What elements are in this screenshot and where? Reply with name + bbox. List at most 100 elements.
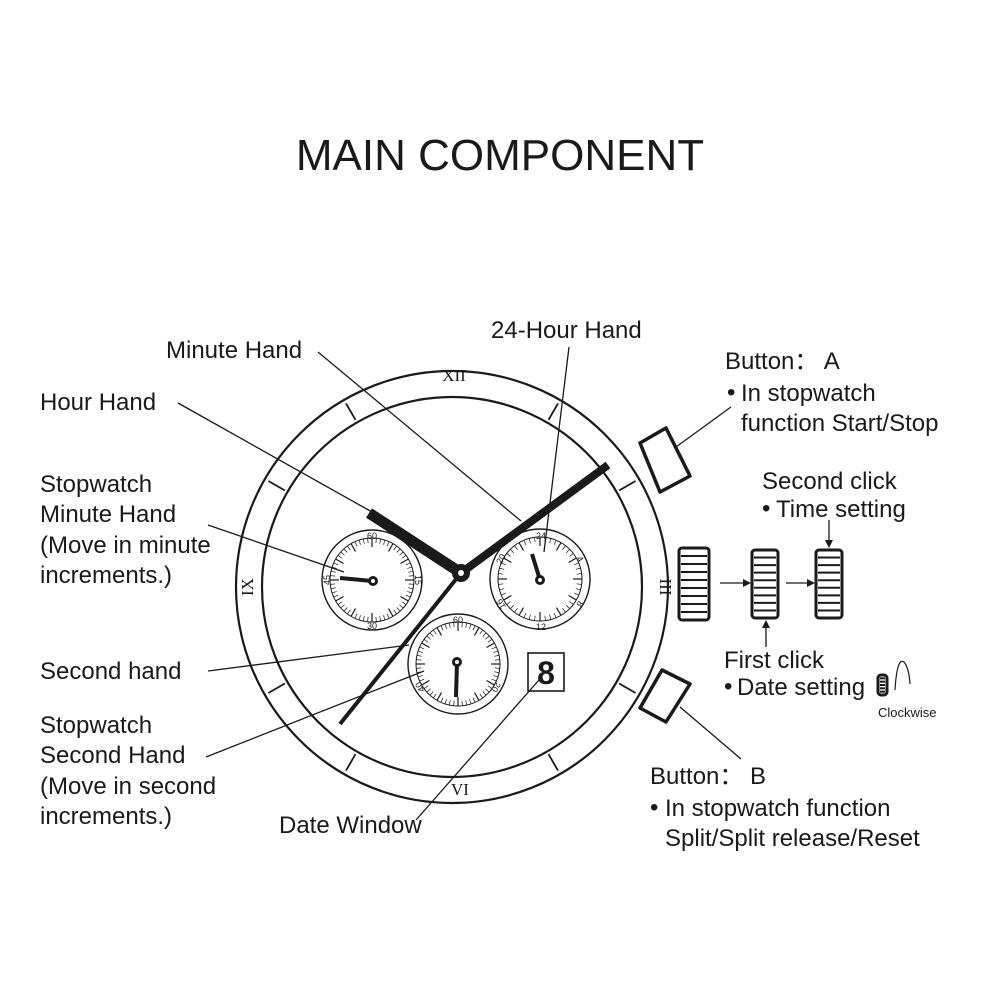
subdial-tick <box>416 659 422 661</box>
subdial-tick <box>407 591 413 594</box>
subdial-tick <box>436 692 443 701</box>
left-subdial-ticks <box>330 538 414 622</box>
subdial-tick <box>494 654 500 657</box>
subdial-tick <box>569 601 574 605</box>
subdial-tick <box>408 587 414 590</box>
subdial-tick <box>493 650 499 653</box>
subdial-tick <box>523 613 527 618</box>
subdial-tick <box>494 659 500 661</box>
subdial-tick <box>379 616 382 622</box>
subdial-tick <box>401 601 407 605</box>
subdial-tick <box>453 622 455 628</box>
label-button-b-line-1: In stopwatch function <box>665 795 890 822</box>
subdial-tick <box>575 588 581 591</box>
subdial-tick <box>387 543 394 552</box>
subdial-tick <box>358 539 361 545</box>
subdial-tick <box>576 573 582 575</box>
subdial-tick <box>544 615 546 621</box>
subdial-tick <box>330 575 336 577</box>
label-stopwatch-second-4: increments.) <box>40 803 172 830</box>
subdial-tick <box>448 700 451 706</box>
bottom-subdial-ticks <box>416 622 500 706</box>
button-b-pusher[interactable] <box>638 668 692 724</box>
hour-hand <box>365 508 465 578</box>
right-subdial: 24 4 8 12 16 20 <box>489 528 591 632</box>
subdial-tick <box>493 675 499 678</box>
subdial-tick <box>568 594 577 601</box>
left-subdial-pivot-center <box>371 579 375 583</box>
subdial-tick <box>387 608 394 617</box>
subdial-tick <box>405 562 411 566</box>
subdial-tick <box>343 548 348 553</box>
subdial-tick <box>453 700 455 706</box>
right-subdial-16: 16 <box>494 597 508 611</box>
label-time-setting: Time setting <box>776 496 906 523</box>
subdial-tick <box>383 539 386 545</box>
crown-body <box>677 546 711 622</box>
left-subdial-30: 30 <box>367 621 377 631</box>
label-clockwise: Clockwise <box>878 705 937 720</box>
subdial-tick <box>337 555 343 559</box>
subdial-tick <box>347 545 351 551</box>
bullet-button-a: • <box>727 379 735 406</box>
label-button-a-line-2: function Start/Stop <box>741 410 938 437</box>
outer-bezel <box>234 369 670 805</box>
subdial-tick <box>469 699 472 705</box>
bezel-hour-markers <box>267 402 637 772</box>
subdial-tick <box>416 667 422 669</box>
bezel-tick <box>267 682 286 694</box>
subdial-tick <box>523 540 527 545</box>
subdial-tick <box>396 548 401 553</box>
subdial-tick <box>448 622 451 628</box>
subdial-tick <box>514 545 518 550</box>
subdial-tick <box>473 692 480 701</box>
subdial-tick <box>399 551 404 556</box>
subdial-tick <box>549 538 552 544</box>
button-a-pusher[interactable] <box>638 426 692 494</box>
label-second-click: Second click <box>762 468 898 495</box>
subdial-tick <box>347 609 351 615</box>
left-subdial-15: 15 <box>413 575 423 585</box>
crown-second-click <box>814 548 844 620</box>
subdial-tick <box>534 537 536 543</box>
subdial-tick <box>350 608 357 617</box>
subdial-tick <box>421 679 430 686</box>
subdial-tick <box>367 538 369 544</box>
subdial-tick <box>485 635 490 640</box>
label-stopwatch-second-3: (Move in second <box>40 773 216 800</box>
subdial-tick <box>399 604 404 609</box>
bezel-tick <box>618 480 637 492</box>
subdial-tick <box>358 615 361 621</box>
bezel-tick <box>267 480 286 492</box>
subdial-tick <box>491 646 497 650</box>
subdial-tick <box>393 545 397 551</box>
leader-lines <box>177 346 742 821</box>
subdial-tick <box>330 570 336 573</box>
inner-dial-ring <box>260 395 644 779</box>
bottom-subdial-60: 60 <box>453 615 463 625</box>
crown-body <box>814 548 844 620</box>
subdial-tick <box>433 693 437 699</box>
subdial-tick <box>429 632 434 637</box>
subdial-tick <box>333 594 339 598</box>
bezel-tick <box>345 402 357 421</box>
subdial-tick <box>419 678 425 682</box>
left-subdial: 60 15 30 45 <box>321 529 423 631</box>
bezel-tick <box>345 753 357 772</box>
subdial-tick <box>499 567 505 570</box>
second-hand <box>338 571 463 726</box>
subdial-tick <box>335 558 344 565</box>
subdial-tick <box>528 614 531 620</box>
subdial-tick <box>576 583 582 585</box>
subdial-tick <box>444 699 447 705</box>
right-subdial-12: 12 <box>536 622 546 632</box>
subdial-tick <box>400 558 409 565</box>
subdial-tick <box>569 553 574 557</box>
crown[interactable] <box>677 546 711 622</box>
subdial-tick <box>461 700 463 706</box>
subdial-tick <box>335 595 344 602</box>
subdial-tick <box>461 622 463 628</box>
subdial-tick <box>379 538 382 544</box>
subdial-tick <box>553 540 557 545</box>
crown-position-arrows <box>720 520 833 647</box>
